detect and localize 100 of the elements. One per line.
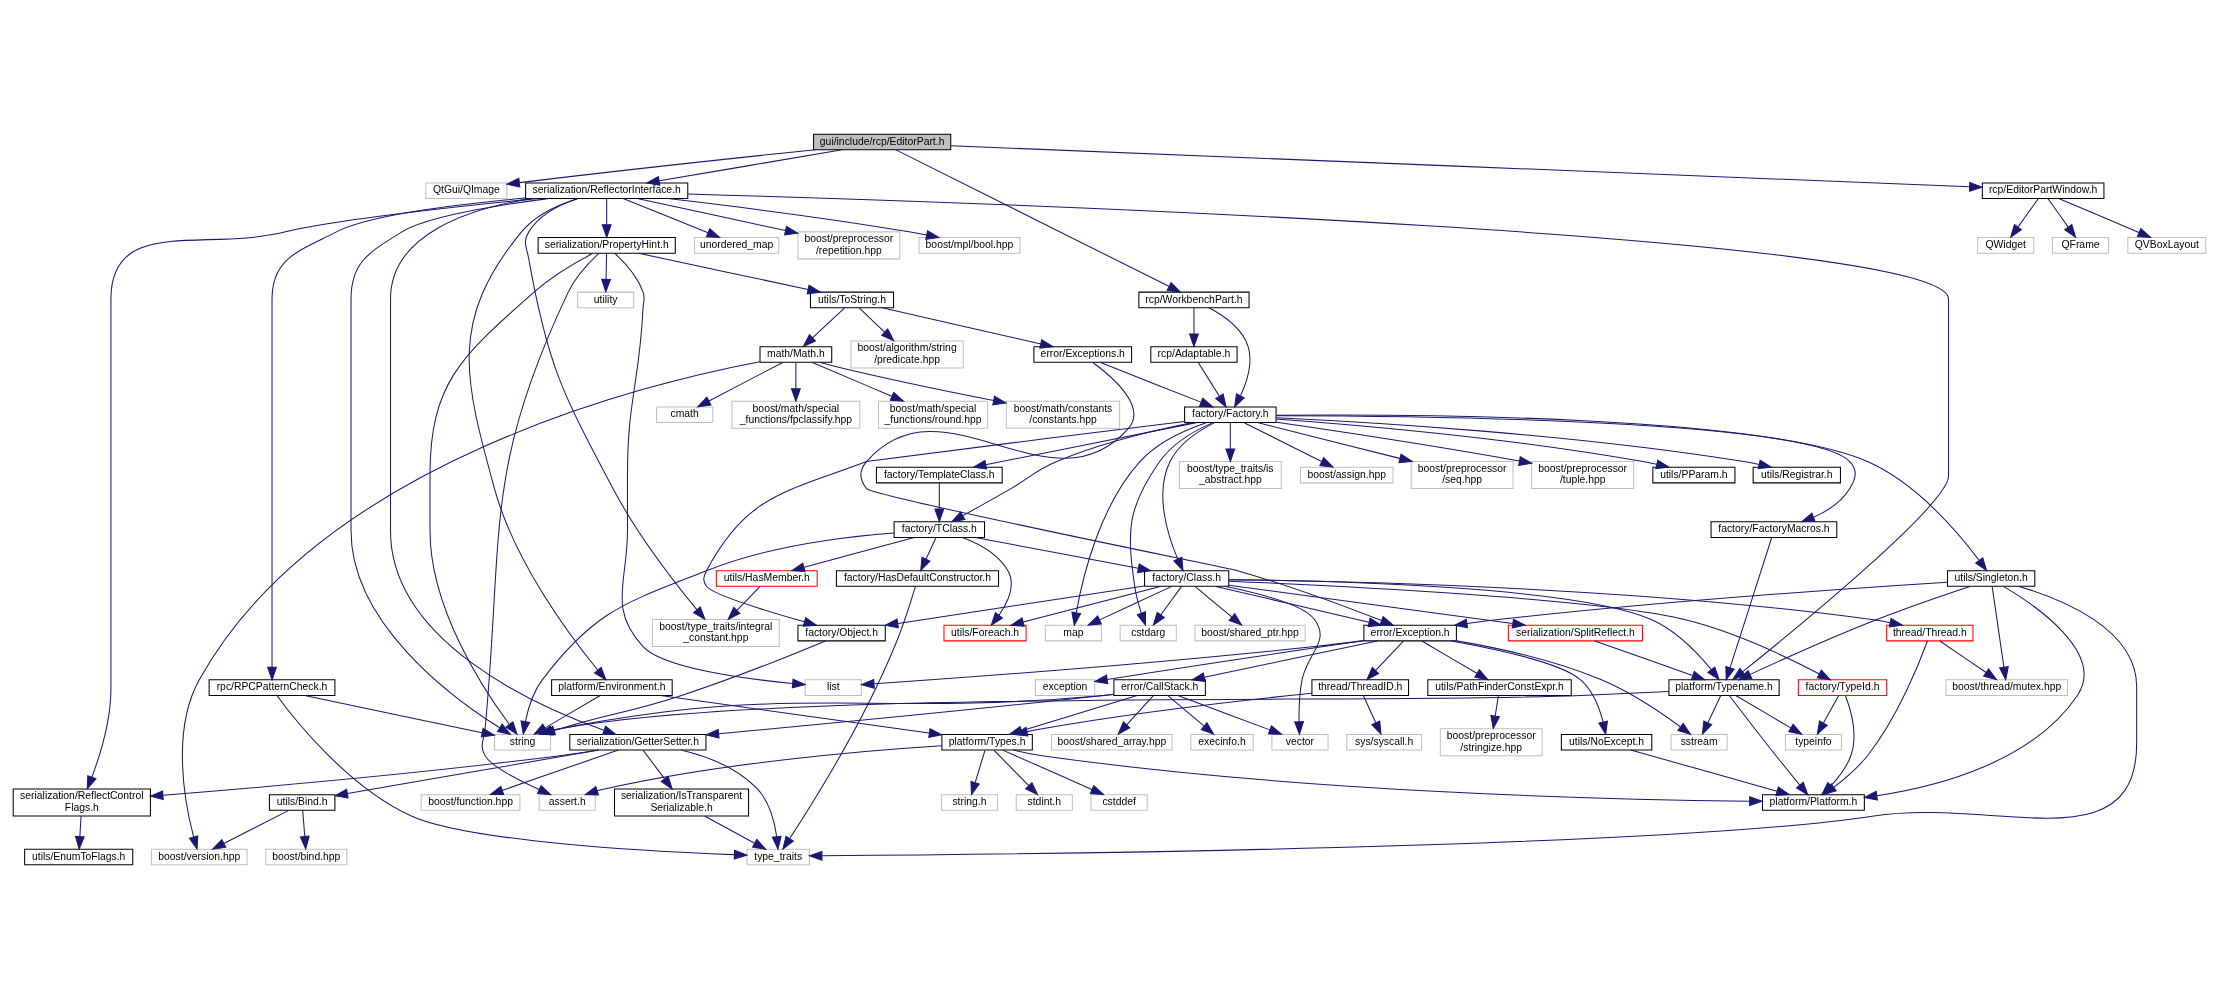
node-box: utils/HasMember.h [715,570,818,587]
arrow [1228,579,1904,628]
arrow [488,749,619,796]
node-box: utils/EnumToFlags.h [24,848,134,866]
node-box: utils/NoExcept.h [1560,733,1653,751]
node-box: string.h [940,794,999,811]
arrow [74,815,85,851]
arrow [1225,422,1236,464]
arrow [1224,585,1321,736]
arrow [667,198,941,240]
arrow [962,536,1012,627]
node-box: factory/TypeId.h [1797,679,1888,696]
arrow [881,307,1055,349]
arrow [614,252,807,689]
arrow [860,361,1395,626]
arrow [181,361,761,851]
arrow [1275,418,1671,470]
arrow [1275,417,1773,470]
node-box: boost/algorithm/string /predicate.hpp [850,340,964,369]
node-box: execinfo.h [1190,733,1254,751]
arrow [680,749,782,851]
node-box: cstdarg [1119,624,1177,642]
arrow [1009,585,1161,627]
node-box: factory/Object.h [797,624,886,642]
arrow [1275,421,1534,466]
arrow [1228,584,1527,629]
arrow [1162,422,1216,572]
arrow [1071,422,1207,627]
node-box: platform/Environment.h [551,679,673,696]
arrow [1630,749,1791,796]
node-box: string [493,733,552,751]
node-box: error/Exception.h [1363,624,1457,642]
arrow [971,422,1197,470]
node-box: boost/bind.hpp [265,848,348,866]
arrow [583,745,943,796]
arrow [1991,586,2009,682]
arrow [1228,579,1720,681]
arrow [1456,640,1692,736]
arrow [638,252,822,295]
node-box: rcp/WorkbenchPart.h [1138,291,1250,309]
arrow [1450,640,1609,736]
node-box: error/Exceptions.h [1033,346,1133,363]
node-box: vector [1271,733,1329,751]
node-box: serialization/GetterSetter.h [569,733,707,751]
node-box: factory/TClass.h [893,521,986,538]
arrow [1816,695,1840,736]
arrow [333,749,600,799]
node-box: boost/shared_array.hpp [1051,733,1173,751]
arrow [1188,307,1200,348]
node-box: thread/Thread.h [1886,624,1974,642]
arrow [637,198,800,236]
node-box: factory/TemplateClass.h [875,466,1003,484]
arrow [1099,361,1215,408]
arrow [934,482,945,524]
node-box: boost/preprocessor /tuple.hpp [1531,461,1635,490]
node-box: utils/Bind.h [268,794,336,811]
node-box: QtGui/QImage [425,182,508,200]
node-box: rpc/RPCPatternCheck.h [208,679,336,696]
arrow [1725,537,1773,682]
node-box: rcp/Adaptable.h [1150,346,1238,363]
arrow [950,422,1194,523]
node-box: utils/Registrar.h [1752,466,1841,484]
arrow [819,361,1008,406]
node-box: cmath [656,406,714,424]
arrow [807,585,2138,861]
arrow [1093,640,1364,685]
node-box: utils/PParam.h [1652,466,1736,484]
arrow [1190,640,1378,683]
node-box: boost/preprocessor /repetition.hpp [797,231,901,260]
node-box: serialization/ReflectControl Flags.h [12,788,151,817]
node-box: platform/Types.h [941,733,1033,751]
arrow [704,815,768,850]
arrow [505,149,816,188]
arrow [600,252,612,294]
node-box: QWidget [1977,237,2035,254]
arrow [1117,695,1154,736]
arrow [299,809,310,851]
node-box: utils/Singleton.h [1947,570,2036,587]
arrow [1735,695,1804,736]
arrow [790,362,801,403]
arrow [883,585,1145,629]
arrow [660,694,944,739]
arrow [859,640,1364,689]
arrow [1737,585,1971,681]
node-box: boost/assign.hpp [1299,466,1394,484]
node-box: unordered_map [694,237,780,254]
arrow [1228,580,1832,681]
node-box: boost/preprocessor /seq.hpp [1410,461,1514,490]
arrow [148,749,600,801]
node-box: rcp/EditorPartWindow.h [1981,182,2105,200]
node-box: sys/syscall.h [1346,733,1423,751]
node-box: math/Math.h [759,346,833,363]
arrow [623,198,722,239]
node-box: exception [1034,679,1096,696]
arrow [1012,749,1764,807]
node-box: boost/function.hpp [420,794,521,811]
arrow [703,420,1185,627]
arrow [1256,422,1414,464]
arrow [1208,307,1251,409]
arrow [970,749,986,797]
